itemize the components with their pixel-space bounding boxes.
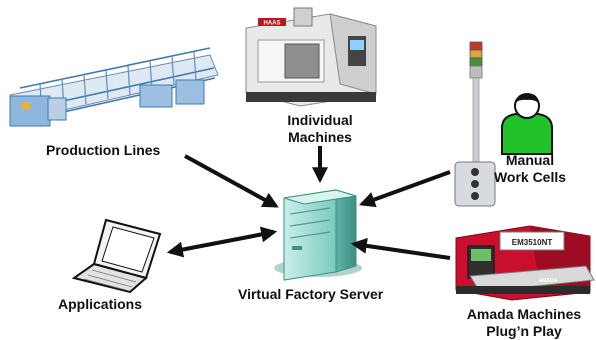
production-lines-text: Production Lines bbox=[46, 142, 161, 158]
label-virtual-factory-server: Virtual Factory Server bbox=[238, 286, 383, 303]
label-individual-machines: Individual Machines bbox=[270, 112, 370, 146]
label-production-lines: Production Lines bbox=[46, 142, 160, 159]
manual-work-cells-line2: Work Cells bbox=[493, 169, 567, 185]
amada-machines-line1: Amada Machines bbox=[466, 306, 582, 322]
individual-machines-line1: Individual bbox=[287, 112, 353, 128]
machine-logo: HAAS bbox=[263, 21, 280, 27]
manual-work-cells-line1: Manual bbox=[505, 152, 555, 168]
panel-maker-logo: AMADA bbox=[539, 278, 558, 284]
arrow-amada-to-server bbox=[350, 237, 451, 260]
punch-press-icon: EM3510NT AMADA bbox=[455, 225, 595, 301]
connection-arrows bbox=[166, 146, 451, 260]
label-applications: Applications bbox=[58, 296, 142, 313]
virtual-factory-server-text: Virtual Factory Server bbox=[238, 286, 384, 302]
individual-machines-line2: Machines bbox=[288, 129, 352, 145]
applications-text: Applications bbox=[58, 296, 143, 312]
cnc-machine-icon: HAAS bbox=[245, 7, 377, 107]
amada-machines-line2: Plug’n Play bbox=[486, 323, 562, 339]
person-icon bbox=[501, 93, 553, 155]
panel-logo: EM3510NT bbox=[512, 238, 553, 247]
laptop-icon bbox=[71, 218, 162, 294]
server-icon bbox=[274, 189, 362, 281]
stack-light-icon bbox=[454, 41, 496, 207]
arrow-applications-server-bidirectional bbox=[166, 226, 278, 258]
label-amada-machines: Amada Machines Plug’n Play bbox=[454, 306, 594, 340]
production-line-icon bbox=[9, 47, 219, 127]
label-manual-work-cells: Manual Work Cells bbox=[480, 152, 580, 186]
arrow-production-lines-to-server bbox=[184, 154, 279, 208]
arrow-work-cells-to-server bbox=[358, 170, 451, 208]
